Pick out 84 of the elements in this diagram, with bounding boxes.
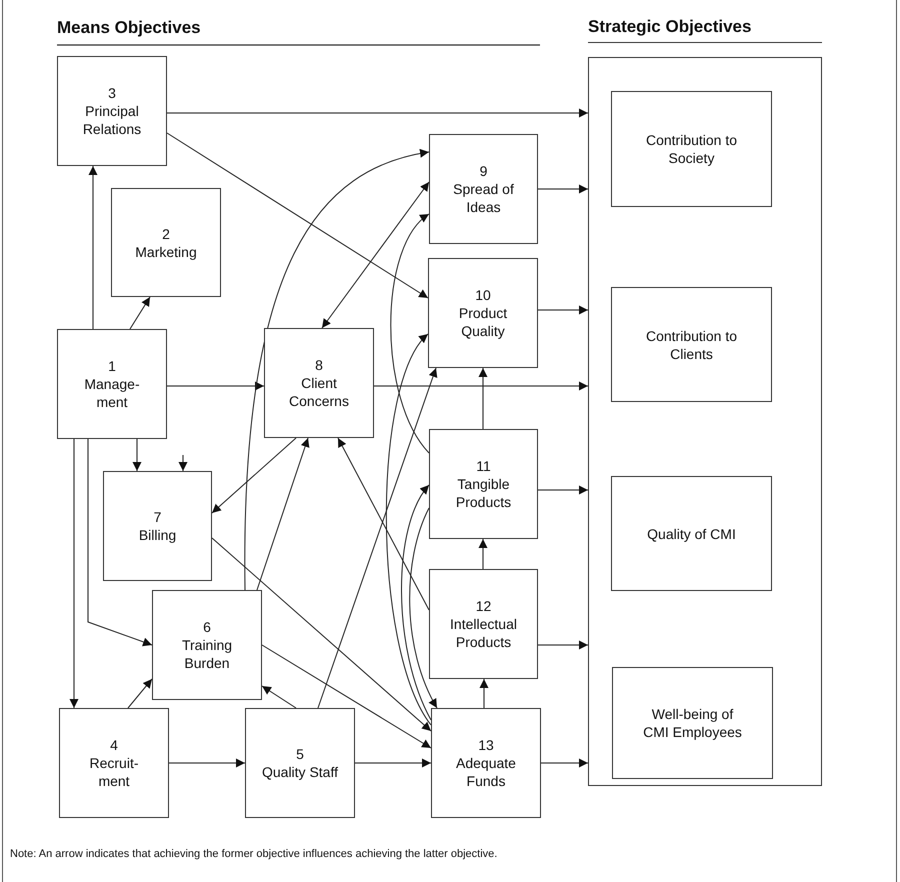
objective-box [264,328,374,438]
arrow [538,486,588,494]
arrow [540,758,588,768]
arrow [401,484,432,720]
arrow [409,508,438,708]
arrow [338,438,430,610]
arrow [374,382,588,390]
objective-number: 9 [480,162,488,180]
column-heading: Means Objectives [57,18,201,38]
arrow [132,438,142,472]
arrow [538,184,588,194]
objective-box [59,708,169,818]
arrow [538,640,588,650]
objective-number: 7 [154,508,162,526]
objective-label: Quality Staff [262,763,338,781]
arrow [538,306,588,314]
objective-box [612,667,773,779]
objective-label: Principal Relations [82,102,142,138]
objective-label: Quality of CMI [647,524,736,542]
objective-label: Product Quality [458,304,508,340]
objective-box [429,429,538,539]
objective-label: Training Burden [180,636,234,672]
objective-number: 4 [110,736,118,754]
objective-box [431,708,541,818]
objective-number: 13 [478,736,494,754]
arrow [130,296,150,330]
arrow [128,678,152,708]
arrow [168,758,246,768]
objective-number: 10 [475,286,491,304]
objective-box [611,91,772,207]
objective-label: Adequate Funds [455,754,517,790]
arrow [478,538,488,570]
objective-box [57,329,167,439]
arrow [88,438,152,646]
objective-box [57,56,167,166]
objective-box [429,569,538,679]
objective-box [428,258,538,368]
objective-label: Well-being of CMI Employees [642,705,743,741]
objective-label: Manage- ment [83,375,141,411]
objective-label: Spread of Ideas [452,180,515,216]
objective-label: Tangible Products [454,475,512,511]
arrow [88,166,98,330]
arrow [478,368,488,430]
panel-heading: Strategic Objectives [588,18,822,43]
arrow [318,368,438,708]
objective-label: Client Concerns [288,374,350,410]
arrow [212,538,432,732]
arrow [256,438,310,590]
arrow [212,438,296,514]
objective-label: Contribution to Clients [644,326,738,362]
objective-box [245,708,355,818]
arrow [244,149,430,590]
objective-label: Contribution to Society [644,131,738,167]
arrow [480,678,488,708]
objective-box [429,134,538,244]
objective-number: 1 [108,357,116,375]
arrow [70,438,78,708]
objective-box [611,287,772,402]
arrow [354,758,432,768]
objective-number: 11 [476,457,491,475]
objective-box [152,590,262,700]
objective-label: Recruit- ment [88,754,140,790]
arrow [166,108,588,118]
objective-box [103,471,212,581]
arrow [262,644,432,748]
objective-number: 8 [315,356,323,374]
objective-label: Marketing [135,242,197,260]
arrow [178,454,188,472]
objective-box [111,188,221,297]
arrow [262,686,296,708]
footnote: Note: An arrow indicates that achieving the former objective influences achieving the latter objective. [10,848,498,860]
objective-number: 6 [203,618,211,636]
arrow [322,182,430,328]
objective-number: 12 [476,597,492,615]
objective-label: Billing [138,526,176,544]
objective-box [611,476,772,591]
objective-label: Intellectual Products [449,615,518,651]
objective-number: 2 [162,224,170,242]
arrow [166,382,264,390]
arrow [390,214,430,454]
objective-number: 5 [296,745,304,763]
arrow [166,132,428,298]
arrow [386,334,432,726]
objective-number: 3 [108,84,116,102]
